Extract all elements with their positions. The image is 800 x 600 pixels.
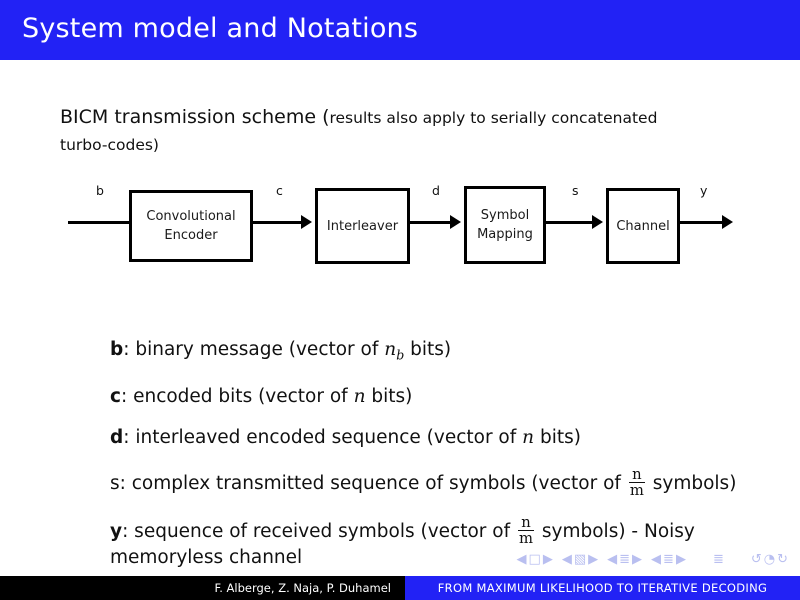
back-icon[interactable]: ↺ — [750, 552, 762, 567]
math-n-sub-b: nb — [384, 339, 405, 363]
intro-paragraph: BICM transmission scheme (results also a… — [60, 104, 685, 158]
arrowhead-d — [450, 215, 461, 229]
block-label-line1: Symbol — [480, 208, 530, 223]
slide-title-bar: System model and Notations — [0, 0, 800, 60]
math-n: n — [353, 385, 366, 407]
frame-box-icon[interactable]: ▧ — [573, 552, 587, 567]
fraction-numerator: n — [521, 513, 531, 531]
next-slide-icon[interactable]: ▶ — [542, 552, 553, 567]
definition-symbol: c — [110, 385, 121, 407]
next-section-icon[interactable]: ▶ — [675, 552, 686, 567]
fraction-denominator: m — [628, 481, 645, 499]
signal-label-s: s — [572, 183, 579, 198]
forward-icon[interactable]: ↻ — [777, 552, 788, 567]
footer-authors: F. Alberge, Z. Naja, P. Duhamel — [0, 576, 405, 600]
wire-c — [253, 221, 301, 224]
next-subsection-icon[interactable]: ▶ — [632, 552, 643, 567]
definition-s: s: complex transmitted sequence of symbo… — [110, 467, 750, 498]
nav-frame-group[interactable]: ◀ ▧ ▶ — [562, 553, 598, 566]
block-label-line1: Channel — [616, 218, 670, 234]
signal-label-d: d — [432, 183, 440, 198]
notation-definition-list: b: binary message (vector of nb bits) c:… — [110, 338, 750, 570]
signal-label-y: y — [700, 183, 708, 198]
search-icon[interactable]: ◔ — [763, 552, 776, 567]
slide-box-icon[interactable]: □ — [528, 552, 541, 567]
prev-section-icon[interactable]: ◀ — [651, 552, 662, 567]
footer-talk-title: FROM MAXIMUM LIKELIHOOD TO ITERATIVE DEC… — [405, 576, 800, 600]
definition-symbol: s — [110, 472, 120, 494]
definition-text-after: symbols) — [646, 472, 737, 494]
intro-parenthetical: results also apply to serially concatena… — [60, 109, 658, 154]
toc-icon[interactable]: ≣ — [712, 552, 724, 567]
subsection-box-icon[interactable]: ≣ — [619, 552, 631, 567]
definition-text-before: : interleaved encoded sequence (vector o… — [123, 426, 523, 448]
wire-input — [68, 221, 168, 224]
definition-text-before: : encoded bits (vector of — [120, 385, 354, 407]
math-subscript-b: b — [396, 347, 405, 363]
prev-subsection-icon[interactable]: ◀ — [607, 552, 618, 567]
block-label-line1: Interleaver — [326, 218, 399, 234]
slide-footer: F. Alberge, Z. Naja, P. Duhamel FROM MAX… — [0, 576, 800, 600]
signal-label-b: b — [96, 183, 104, 198]
fraction-denominator: m — [517, 529, 534, 547]
block-label-line1: Convolutional — [146, 209, 236, 224]
wire-s — [546, 221, 592, 224]
fraction-numerator: n — [632, 465, 642, 483]
next-frame-icon[interactable]: ▶ — [588, 552, 599, 567]
nav-slide-group[interactable]: ◀ □ ▶ — [517, 553, 553, 566]
nav-subsection-group[interactable]: ◀ ≣ ▶ — [607, 553, 642, 566]
block-channel: Channel — [606, 188, 680, 264]
definition-symbol: y — [110, 520, 123, 542]
definition-symbol: d — [110, 426, 124, 448]
block-label-line2: Encoder — [164, 228, 218, 243]
definition-text-after: symbols) - Noisy memoryless channel — [110, 520, 695, 568]
wire-d — [410, 221, 450, 224]
definition-text-before: : sequence of received symbols (vector o… — [122, 520, 516, 542]
definition-y: y: sequence of received symbols (vector … — [110, 515, 750, 570]
definition-c: c: encoded bits (vector of n bits) — [110, 385, 750, 409]
definition-b: b: binary message (vector of nb bits) — [110, 338, 750, 368]
definition-text-before: : binary message (vector of — [123, 339, 385, 360]
definition-text-after: bits) — [365, 385, 413, 407]
section-box-icon[interactable]: ≣ — [663, 552, 674, 567]
definition-symbol: b — [110, 339, 124, 360]
beamer-navigation-bar[interactable]: ◀ □ ▶ ◀ ▧ ▶ ◀ ≣ ▶ ◀ ≣ ▶ ≣ ↺ ◔ ↻ — [517, 553, 788, 566]
definition-text-after: bits) — [404, 339, 452, 360]
page-title: System model and Notations — [22, 13, 419, 44]
definition-d: d: interleaved encoded sequence (vector … — [110, 426, 750, 450]
block-label-line2: Mapping — [477, 227, 533, 242]
arrowhead-output — [722, 215, 733, 229]
bicm-block-diagram: b Convolutional Encoder c Interleaver d … — [0, 175, 800, 280]
signal-label-c: c — [276, 183, 283, 198]
prev-frame-icon[interactable]: ◀ — [561, 552, 572, 567]
block-convolutional-encoder: Convolutional Encoder — [129, 190, 253, 262]
definition-text-before: : complex transmitted sequence of symbol… — [119, 472, 627, 494]
arrowhead-s — [592, 215, 603, 229]
nav-section-group[interactable]: ◀ ≣ ▶ — [651, 553, 686, 566]
math-n: n — [384, 339, 397, 360]
math-n: n — [522, 426, 535, 448]
definition-text-after: bits) — [534, 426, 581, 448]
block-interleaver: Interleaver — [315, 188, 410, 264]
arrowhead-c — [301, 215, 312, 229]
wire-output — [680, 221, 722, 224]
prev-slide-icon[interactable]: ◀ — [516, 552, 527, 567]
nav-history-group[interactable]: ↺ ◔ ↻ — [751, 553, 788, 566]
block-symbol-mapping: Symbol Mapping — [464, 186, 546, 264]
intro-main: BICM transmission scheme ( — [60, 106, 330, 128]
